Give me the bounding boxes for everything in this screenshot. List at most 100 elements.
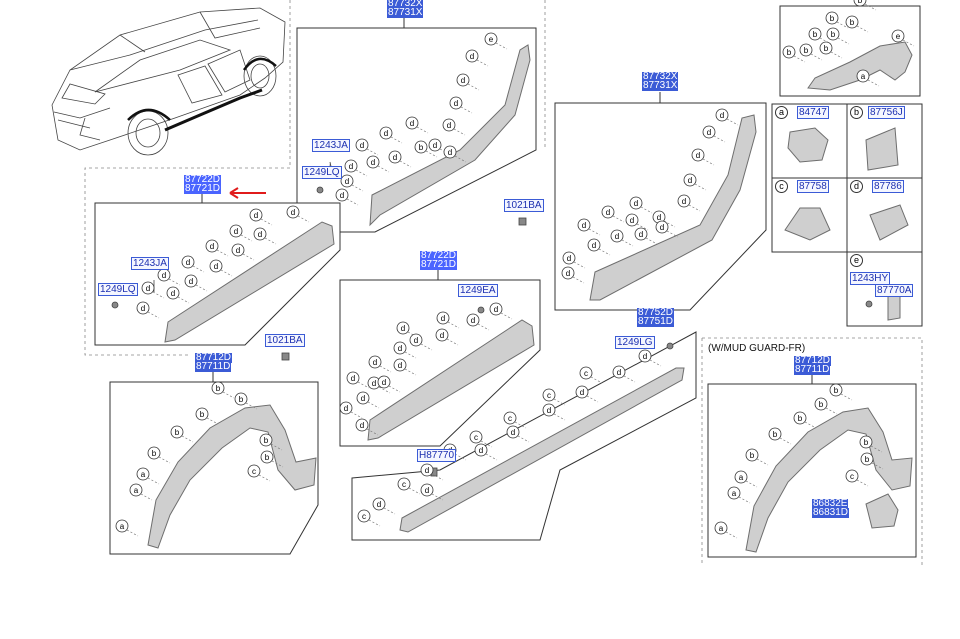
clip-label-87770a[interactable]: 87770A (875, 284, 914, 297)
callout-circle-d (377, 375, 391, 389)
callout-circle-d (339, 401, 353, 415)
part-label-arch-right-b[interactable]: 87711D (794, 364, 831, 375)
callout-letter-d: d (639, 230, 643, 239)
callout-circle-d (231, 243, 245, 257)
clip-label-1243hy[interactable]: 1243HY (850, 272, 891, 285)
callout-letter-d: d (371, 158, 375, 167)
legend-label-c[interactable]: 87758 (797, 180, 829, 193)
clip-label-1021ba-top[interactable]: 1021BA (504, 199, 544, 212)
red-arrow (229, 187, 266, 199)
callout-letter-b: b (175, 428, 180, 437)
part-label-mid-right-b[interactable]: 87731X (642, 80, 679, 91)
callout-circle-b (825, 11, 839, 25)
box-left (94, 202, 341, 346)
callout-letter-d: d (494, 305, 498, 314)
callout-letter-d: d (592, 241, 596, 250)
callout-letter-d: d (377, 500, 381, 509)
callout-letter-d: d (547, 406, 551, 415)
callout-circle-d (409, 333, 423, 347)
part-label-sill-a[interactable]: 87752D (637, 307, 675, 318)
part-label-sill-b[interactable]: 87751D (637, 316, 675, 327)
callout-letter-a: a (134, 486, 139, 495)
callout-letter-a: a (719, 524, 724, 533)
callout-circle-a (714, 521, 728, 535)
clip-label-1249lg[interactable]: 1249LG (615, 336, 655, 349)
callout-circle-b (853, 0, 867, 7)
callout-circle-a (727, 486, 741, 500)
callout-leader (590, 376, 603, 384)
callout-circle-b (782, 45, 796, 59)
callout-circle-d (181, 255, 195, 269)
callout-letter-d: d (254, 211, 258, 220)
dashed-boundaries (84, 0, 923, 565)
callout-letter-a: a (732, 489, 737, 498)
clip-label-1249ea[interactable]: 1249EA (458, 284, 498, 297)
part-label-arch-right-a[interactable]: 87712D (794, 355, 832, 366)
callout-circle-d (443, 145, 457, 159)
callout-circle-d (715, 108, 729, 122)
callout-letter-b: b (804, 46, 809, 55)
part-label-mud-b[interactable]: 86831D (812, 507, 850, 518)
callout-letter-d: d (360, 141, 364, 150)
part-label-center-b[interactable]: 87721D (420, 259, 458, 270)
part-label-left-b[interactable]: 87721D (184, 183, 222, 194)
part-label-top-center-a[interactable]: 87732X (387, 0, 424, 9)
clip-label-1243ja-top[interactable]: 1243JA (312, 139, 350, 152)
part-label-arch-left-b[interactable]: 87711D (195, 361, 232, 372)
legend-label-a[interactable]: 84747 (797, 106, 829, 119)
callout-circle-d (340, 174, 354, 188)
callout-circle-a (734, 470, 748, 484)
callout-circle-b (814, 397, 828, 411)
callout-circle-c (579, 366, 593, 380)
callout-circle-d (372, 497, 386, 511)
part-label-top-center-b[interactable]: 87731X (387, 7, 424, 18)
callout-circle-d (577, 218, 591, 232)
callout-circle-d (474, 443, 488, 457)
callout-circle-b (414, 140, 428, 154)
callout-letter-b: b (239, 395, 244, 404)
callout-circle-d (184, 274, 198, 288)
callout-circle-b (260, 450, 274, 464)
callout-letter-d: d (511, 428, 515, 437)
callout-letter-d: d (615, 232, 619, 241)
callout-letter-d: d (660, 223, 664, 232)
callout-letter-e: e (896, 32, 901, 41)
clip-label-h87770[interactable]: H87770 (417, 449, 457, 462)
legend-part-images (784, 127, 909, 321)
callout-letter-a: a (861, 72, 866, 81)
part-label-center-a[interactable]: 87722D (420, 250, 458, 261)
clip-label-1243ja-left[interactable]: 1243JA (131, 257, 169, 270)
box-mid-right (554, 102, 767, 311)
callout-circle-b (845, 15, 859, 29)
callout-circle-b (808, 27, 822, 41)
callout-circle-d (612, 365, 626, 379)
callout-circle-b (829, 383, 843, 397)
callout-letter-d: d (291, 208, 295, 217)
clip-label-1021ba-mid[interactable]: 1021BA (265, 334, 305, 347)
callout-circle-d (506, 425, 520, 439)
callout-circle-c (503, 411, 517, 425)
callout-circle-d (209, 259, 223, 273)
part-label-mid-right-a[interactable]: 87732X (642, 71, 679, 82)
side-molding-highlight (164, 88, 263, 132)
callout-letter-b: b (798, 414, 803, 423)
legend-label-b[interactable]: 87756J (868, 106, 905, 119)
callout-letter-d: d (447, 121, 451, 130)
callout-letter-c: c (508, 414, 512, 423)
clip-label-1249lq-top[interactable]: 1249LQ (302, 166, 342, 179)
callout-letter-d: d (214, 262, 218, 271)
callout-letter-d: d (401, 324, 405, 333)
callout-circle-d (435, 328, 449, 342)
callout-circle-d (575, 385, 589, 399)
part-label-mud-a[interactable]: 86832E (812, 498, 849, 509)
clip-label-1249lq-left[interactable]: 1249LQ (98, 283, 138, 296)
part-label-left-a[interactable]: 87722D (184, 174, 222, 185)
legend-label-d[interactable]: 87786 (872, 180, 904, 193)
callout-circle-d (677, 194, 691, 208)
callout-circle-d (442, 118, 456, 132)
part-label-arch-left-a[interactable]: 87712D (195, 352, 233, 363)
callout-letter-b: b (824, 44, 829, 53)
callout-circle-a (856, 69, 870, 83)
callout-circle-d (610, 229, 624, 243)
